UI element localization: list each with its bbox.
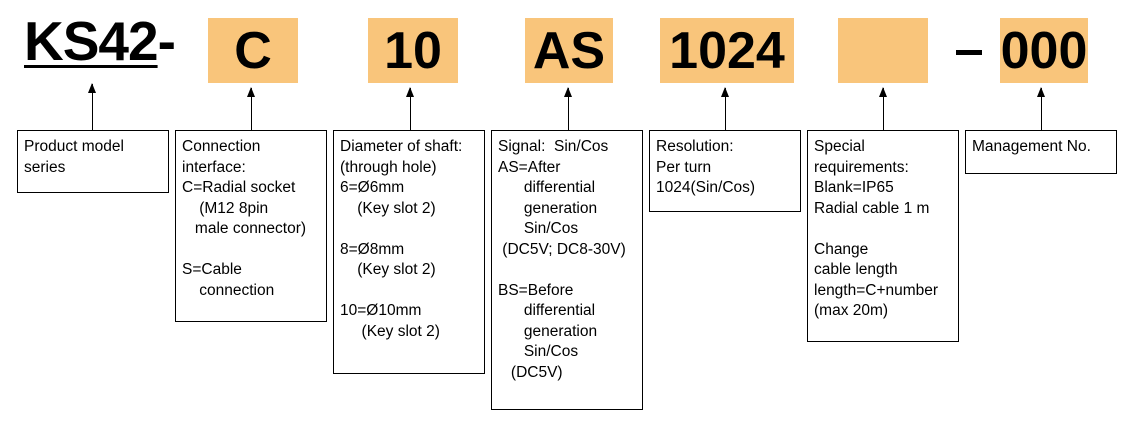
- arrow-shaft: [406, 87, 414, 130]
- model-prefix-dash: -: [157, 10, 176, 72]
- segment-shaft-code: 10: [368, 18, 458, 83]
- box-signal: Signal: Sin/Cos AS=After differential ge…: [491, 130, 643, 410]
- model-prefix: KS42-: [24, 14, 176, 69]
- code-separator-dash: [956, 50, 982, 55]
- segment-resolution-code: 1024: [660, 18, 794, 83]
- box-special-requirements: Special requirements: Blank=IP65 Radial …: [807, 130, 959, 342]
- box-product-model: Product model series: [17, 130, 169, 193]
- segment-signal-code: AS: [525, 18, 613, 83]
- arrow-management: [1037, 87, 1045, 130]
- arrow-special: [879, 87, 887, 130]
- segment-management-code: 000: [1000, 18, 1088, 83]
- segment-connection-code: C: [208, 18, 298, 83]
- box-resolution: Resolution: Per turn 1024(Sin/Cos): [649, 130, 801, 212]
- arrow-resolution: [721, 87, 729, 130]
- box-shaft-diameter: Diameter of shaft: (through hole) 6=Ø6mm…: [333, 130, 485, 374]
- arrow-product-model: [88, 83, 96, 130]
- segment-special-code: [838, 18, 928, 83]
- arrow-signal: [564, 87, 572, 130]
- model-prefix-text: KS42: [24, 10, 159, 72]
- box-connection-interface: Connection interface: C=Radial socket (M…: [175, 130, 327, 322]
- arrow-connection: [247, 87, 255, 130]
- box-management-no: Management No.: [965, 130, 1117, 174]
